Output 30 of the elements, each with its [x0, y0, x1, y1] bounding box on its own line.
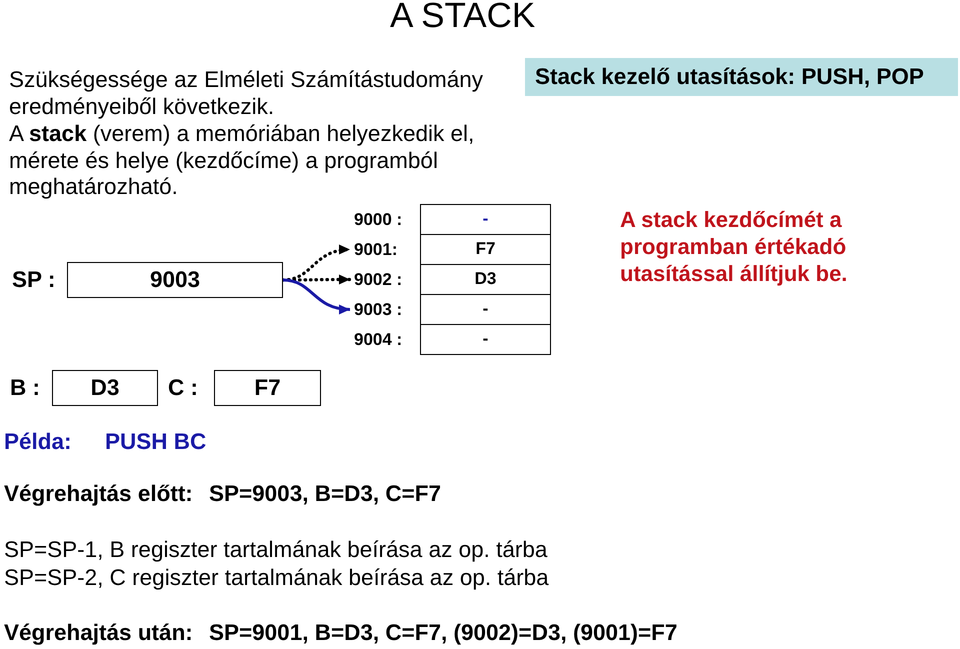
- address-label: 9002 :: [354, 269, 402, 291]
- address-label: 9000 :: [354, 209, 402, 231]
- title: A STACK: [390, 0, 536, 35]
- address-label: 9004 :: [354, 329, 402, 351]
- note: A stack kezdőcímét a programban értékadó utasítással állítjuk be.: [620, 206, 848, 287]
- example-label: Példa:: [4, 429, 72, 455]
- register-box: 9003: [67, 262, 283, 298]
- register-label: SP :: [12, 266, 56, 294]
- memory-cell: F7: [420, 234, 551, 265]
- banner: Stack kezelő utasítások: PUSH, POP: [525, 58, 958, 96]
- memory-cell: -: [420, 294, 551, 325]
- arrow: [282, 278, 350, 314]
- register-box: F7: [214, 370, 321, 406]
- instruction: PUSH BC: [105, 429, 206, 455]
- row-heading: Végrehajtás előtt:: [4, 481, 193, 507]
- memory-cell: D3: [420, 264, 551, 295]
- step-text: SP=SP-2, C regiszter tartalmának beírása az op. tárba: [4, 565, 549, 591]
- register-values: SP=9001, B=D3, C=F7, (9002)=D3, (9001)=F7: [209, 620, 678, 646]
- register-label: C :: [168, 374, 198, 402]
- register-box: D3: [52, 370, 158, 406]
- memory-cell: -: [420, 324, 551, 355]
- address-label: 9001:: [354, 239, 398, 261]
- paragraph: Szükségessége az Elméleti Számítástudomány eredményeiből következik.: [9, 67, 484, 120]
- register-values: SP=9003, B=D3, C=F7: [209, 481, 442, 507]
- row-heading: Végrehajtás után:: [4, 620, 193, 646]
- memory-cell: -: [420, 204, 551, 235]
- register-label: B :: [10, 374, 40, 402]
- address-label: 9003 :: [354, 299, 402, 321]
- paragraph: A stack (verem) a memóriában helyezkedik el, mérete és helye (kezdőcíme) a programból meghatározható.: [9, 121, 476, 200]
- step-text: SP=SP-1, B regiszter tartalmának beírása az op. tárba: [4, 537, 548, 563]
